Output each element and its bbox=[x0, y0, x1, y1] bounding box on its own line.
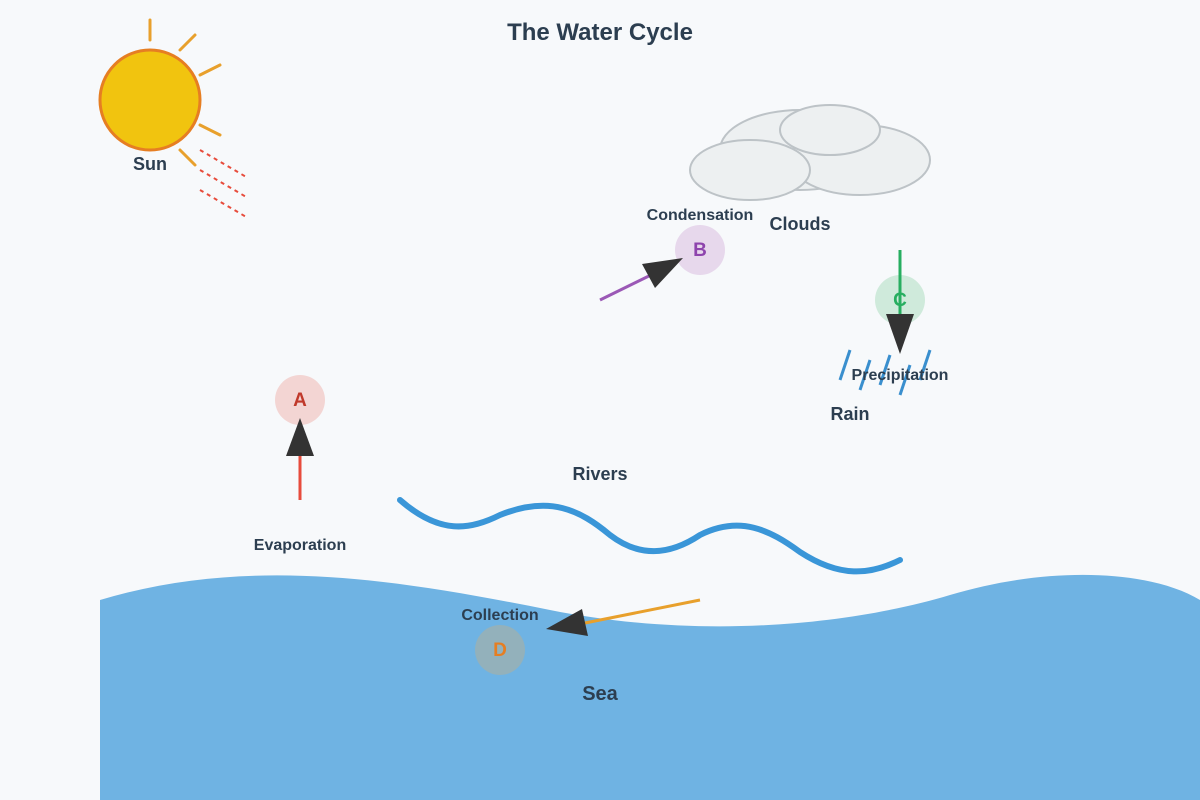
stage-d-letter: D bbox=[493, 640, 507, 661]
river-line bbox=[397, 497, 903, 575]
rain-label: Rain bbox=[830, 404, 869, 424]
sun-rays bbox=[148, 18, 222, 167]
stage-d-label: Collection bbox=[461, 607, 538, 624]
rivers: Rivers bbox=[397, 464, 903, 575]
stage-b-letter: B bbox=[693, 240, 707, 261]
stage-b-badge bbox=[675, 225, 725, 275]
heat-lines bbox=[199, 149, 249, 219]
rivers-label: Rivers bbox=[572, 464, 627, 484]
collection-arrowhead bbox=[546, 609, 588, 636]
condensation-arrowhead bbox=[642, 258, 683, 288]
sun: Sun bbox=[98, 18, 249, 219]
sun-disc bbox=[98, 48, 202, 152]
stage-condensation: B Condensation bbox=[599, 207, 754, 302]
sea-label: Sea bbox=[582, 683, 618, 705]
stage-c-label: Precipitation bbox=[852, 367, 949, 384]
rain: Rain bbox=[830, 349, 932, 424]
stage-a-letter: A bbox=[293, 390, 307, 411]
stage-b-label: Condensation bbox=[647, 207, 754, 224]
stage-a-label: Evaporation bbox=[254, 537, 346, 554]
stage-evaporation: A Evaporation bbox=[254, 375, 346, 554]
sun-label: Sun bbox=[133, 154, 167, 174]
collection-arrow bbox=[579, 598, 701, 626]
stage-a-badge bbox=[275, 375, 325, 425]
diagram-title: The Water Cycle bbox=[507, 19, 693, 46]
clouds: Clouds bbox=[689, 104, 931, 234]
evaporation-arrowhead bbox=[286, 418, 314, 456]
rain-drops bbox=[838, 349, 932, 396]
clouds-label: Clouds bbox=[770, 214, 831, 234]
condensation-arrow bbox=[599, 271, 656, 302]
stage-d-badge bbox=[475, 625, 525, 675]
precipitation-arrowhead bbox=[886, 314, 914, 354]
sea-body bbox=[100, 574, 1200, 800]
stage-collection: D Collection bbox=[461, 598, 701, 675]
stage-precipitation: C Precipitation bbox=[852, 250, 949, 384]
sea: Sea bbox=[100, 574, 1200, 800]
